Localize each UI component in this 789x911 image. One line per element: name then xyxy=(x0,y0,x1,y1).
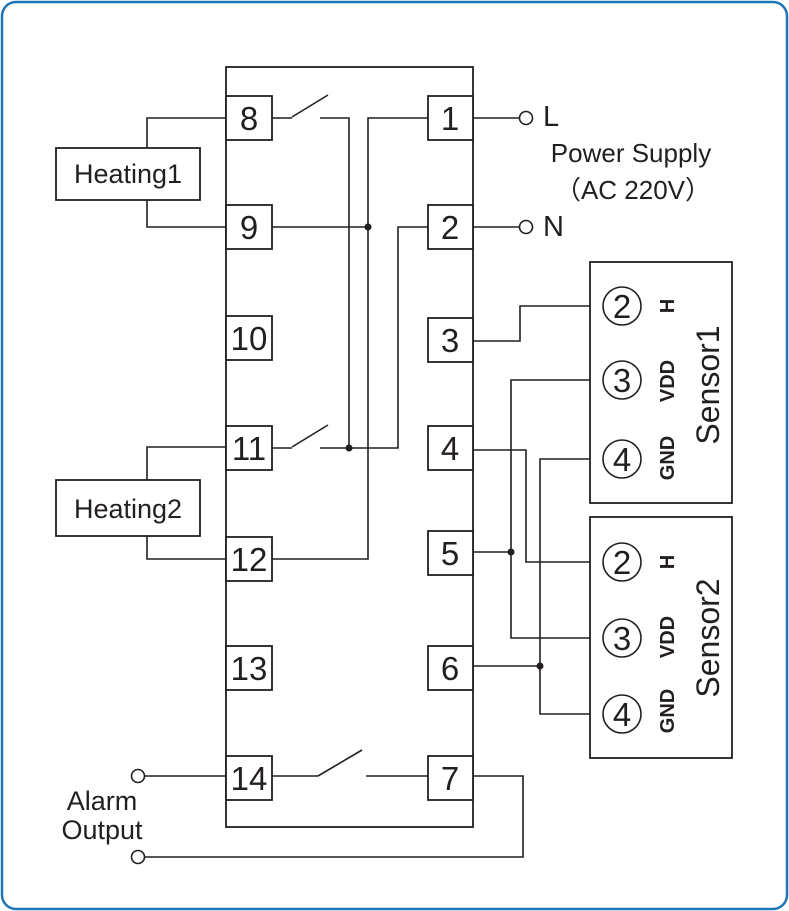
terminal-4: 4 xyxy=(427,425,474,471)
terminal-3: 3 xyxy=(427,317,474,363)
sensor2-pin-label-vdd: VDD xyxy=(657,616,679,658)
open-terminals xyxy=(130,110,534,865)
terminal-11: 11 xyxy=(225,425,273,471)
wire-switch11-t2 xyxy=(320,226,428,449)
terminal-8-label: 8 xyxy=(240,100,258,137)
sensor2-pin-gnd: 4 xyxy=(613,696,631,733)
wires xyxy=(144,94,594,858)
terminal-14: 14 xyxy=(225,755,273,801)
power-L-label: L xyxy=(543,101,559,133)
wire-t7-alarm xyxy=(144,775,524,858)
alarm-label: Alarm xyxy=(67,786,138,816)
sensor1-pin-vdd: 3 xyxy=(613,362,631,399)
sensor1: 2 3 4 H VDD GND Sensor1 xyxy=(589,261,733,504)
terminal-2-label: 2 xyxy=(441,209,459,246)
terminal-blocks: 8 9 10 11 12 13 14 1 xyxy=(225,95,474,801)
alarm-terminal-circle xyxy=(130,768,146,784)
sensor1-pin-label-vdd: VDD xyxy=(657,360,679,402)
wire-t1-t12 xyxy=(272,117,428,560)
sensor1-pin-label-gnd: GND xyxy=(657,436,679,480)
wire-t3-sensor1-h xyxy=(473,305,594,342)
wire-switch8-bus xyxy=(320,117,350,448)
switch-8-blade xyxy=(291,94,329,118)
sensor1-pin-circle xyxy=(602,286,642,326)
terminal-7-label: 7 xyxy=(441,760,459,797)
wire-heating2-bottom xyxy=(146,536,226,560)
sensor2-pin-vdd: 3 xyxy=(613,620,631,657)
junction-dot xyxy=(507,548,515,556)
terminal-6-label: 6 xyxy=(441,650,459,687)
terminal-9-label: 9 xyxy=(240,209,258,246)
sensor1-pin-h: 2 xyxy=(613,288,631,325)
wire-heating1-top xyxy=(146,117,226,148)
sensor2-pin-label-h: H xyxy=(657,555,679,569)
junction-dot xyxy=(536,662,544,670)
wire-gnd-bus xyxy=(539,458,594,715)
terminal-13-label: 13 xyxy=(231,650,268,687)
junctions xyxy=(345,223,544,670)
terminal-4-label: 4 xyxy=(441,430,459,467)
output-label: Output xyxy=(61,815,143,845)
sensor1-pin-label-h: H xyxy=(657,299,679,313)
alarm-terminal-circle xyxy=(130,849,146,865)
sensor1-pin-circle xyxy=(602,439,642,479)
wire-vdd-bus xyxy=(510,379,594,639)
terminal-N-circle xyxy=(518,219,534,235)
junction-dot xyxy=(364,223,372,231)
terminal-12: 12 xyxy=(225,536,273,582)
wire-t4-sensor2-h xyxy=(473,449,594,563)
sensor1-pin-gnd: 4 xyxy=(613,441,631,478)
terminal-7: 7 xyxy=(427,755,474,801)
junction-dot xyxy=(345,444,353,452)
wire-heating1-bottom xyxy=(146,200,226,228)
wire-heating2-top xyxy=(146,446,226,480)
terminal-6: 6 xyxy=(427,645,474,691)
terminal-1: 1 xyxy=(427,95,474,141)
terminal-10: 10 xyxy=(225,315,273,361)
sensor2-pin-h: 2 xyxy=(613,544,631,581)
switch-11-blade xyxy=(291,424,329,448)
terminal-9: 9 xyxy=(225,204,273,250)
heating2-load: Heating2 xyxy=(55,479,201,537)
sensor1-title: Sensor1 xyxy=(690,325,726,444)
terminal-5: 5 xyxy=(427,530,474,576)
sensor1-pin-circle xyxy=(602,360,642,400)
sensor2-pin-circle xyxy=(602,618,642,658)
sensor2: 2 3 4 H VDD GND Sensor2 xyxy=(589,516,733,759)
terminal-5-label: 5 xyxy=(441,535,459,572)
sensor2-pin-circle xyxy=(602,694,642,734)
power-supply-title: Power Supply xyxy=(551,138,711,168)
terminal-L-circle xyxy=(518,110,534,126)
terminal-1-label: 1 xyxy=(441,100,459,137)
power-N-label: N xyxy=(543,211,564,243)
terminal-10-label: 10 xyxy=(231,320,268,357)
terminal-13: 13 xyxy=(225,645,273,691)
heating2-label: Heating2 xyxy=(74,494,182,524)
terminal-3-label: 3 xyxy=(441,322,459,359)
power-supply-spec: （AC 220V） xyxy=(555,175,711,205)
heating1-label: Heating1 xyxy=(74,159,182,189)
heating1-load: Heating1 xyxy=(55,147,201,201)
terminal-11-label: 11 xyxy=(232,430,266,467)
sensor2-pin-label-gnd: GND xyxy=(657,689,679,733)
sensor2-title: Sensor2 xyxy=(690,578,726,697)
terminal-2: 2 xyxy=(427,204,474,250)
terminal-14-label: 14 xyxy=(231,760,268,797)
switch-14-blade xyxy=(317,749,363,777)
terminal-12-label: 12 xyxy=(231,541,268,578)
sensor2-pin-circle xyxy=(602,542,642,582)
terminal-8: 8 xyxy=(225,95,273,141)
